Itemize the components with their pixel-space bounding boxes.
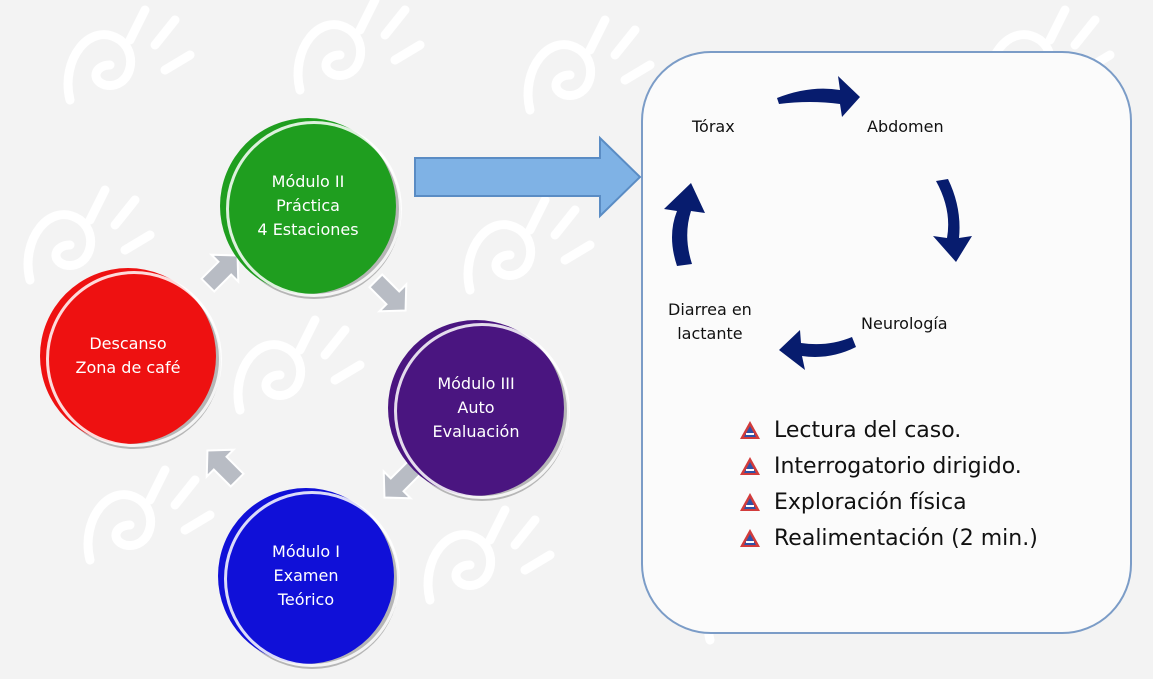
block-arrow-icon: [382, 460, 422, 500]
block-arrow-icon: [205, 448, 245, 488]
module-i-subtitle: Examen: [273, 566, 339, 585]
list-item: Lectura del caso.: [739, 412, 1038, 448]
break-title: Descanso: [89, 334, 167, 353]
list-item: Interrogatorio dirigido.: [739, 448, 1038, 484]
module-i-detail: Teórico: [277, 590, 335, 609]
block-arrow-icon: [368, 273, 408, 313]
module-i-disc: Módulo I Examen Teórico: [218, 488, 400, 668]
module-iii-subtitle: Auto: [457, 398, 495, 417]
module-ii-subtitle: Práctica: [276, 196, 340, 215]
big-right-arrow-icon: [414, 135, 642, 219]
curved-arrow-icon: [664, 183, 705, 266]
triangle-a-icon: [740, 421, 760, 439]
list-item-text: Realimentación (2 min.): [774, 525, 1038, 551]
block-arrow-icon: [200, 253, 240, 293]
cycle-label-torax: Tórax: [692, 117, 735, 136]
triangle-a-icon: [740, 457, 760, 475]
triangle-a-icon: [740, 493, 760, 511]
list-item-text: Exploración física: [774, 489, 967, 515]
curved-arrow-icon: [777, 76, 860, 117]
module-iii-disc: Módulo III Auto Evaluación: [388, 320, 570, 500]
list-item-text: Lectura del caso.: [774, 417, 962, 443]
triangle-a-icon: [740, 529, 760, 547]
cycle-label-diarrea: Diarrea en lactante: [668, 298, 752, 346]
break-subtitle: Zona de café: [75, 358, 181, 377]
module-iii-detail: Evaluación: [432, 422, 520, 441]
list-item: Exploración física: [739, 484, 1038, 520]
activity-list: Lectura del caso. Interrogatorio dirigid…: [739, 412, 1038, 556]
cycle-label-abdomen: Abdomen: [867, 117, 944, 136]
module-i-title: Módulo I: [272, 542, 340, 561]
list-item-text: Interrogatorio dirigido.: [774, 453, 1022, 479]
module-ii-detail: 4 Estaciones: [257, 220, 359, 239]
cycle-label-diarrea-line1: Diarrea en: [668, 300, 752, 319]
cycle-label-diarrea-line2: lactante: [677, 324, 743, 343]
break-disc: Descanso Zona de café: [40, 268, 222, 448]
list-item: Realimentación (2 min.): [739, 520, 1038, 556]
station-cycle-panel: [641, 51, 1132, 634]
module-ii-disc: Módulo II Práctica 4 Estaciones: [220, 118, 402, 298]
curved-arrow-icon: [933, 179, 972, 262]
module-iii-title: Módulo III: [437, 374, 515, 393]
curved-arrow-icon: [779, 330, 856, 370]
cycle-label-neurologia: Neurología: [861, 314, 948, 333]
module-ii-title: Módulo II: [271, 172, 345, 191]
